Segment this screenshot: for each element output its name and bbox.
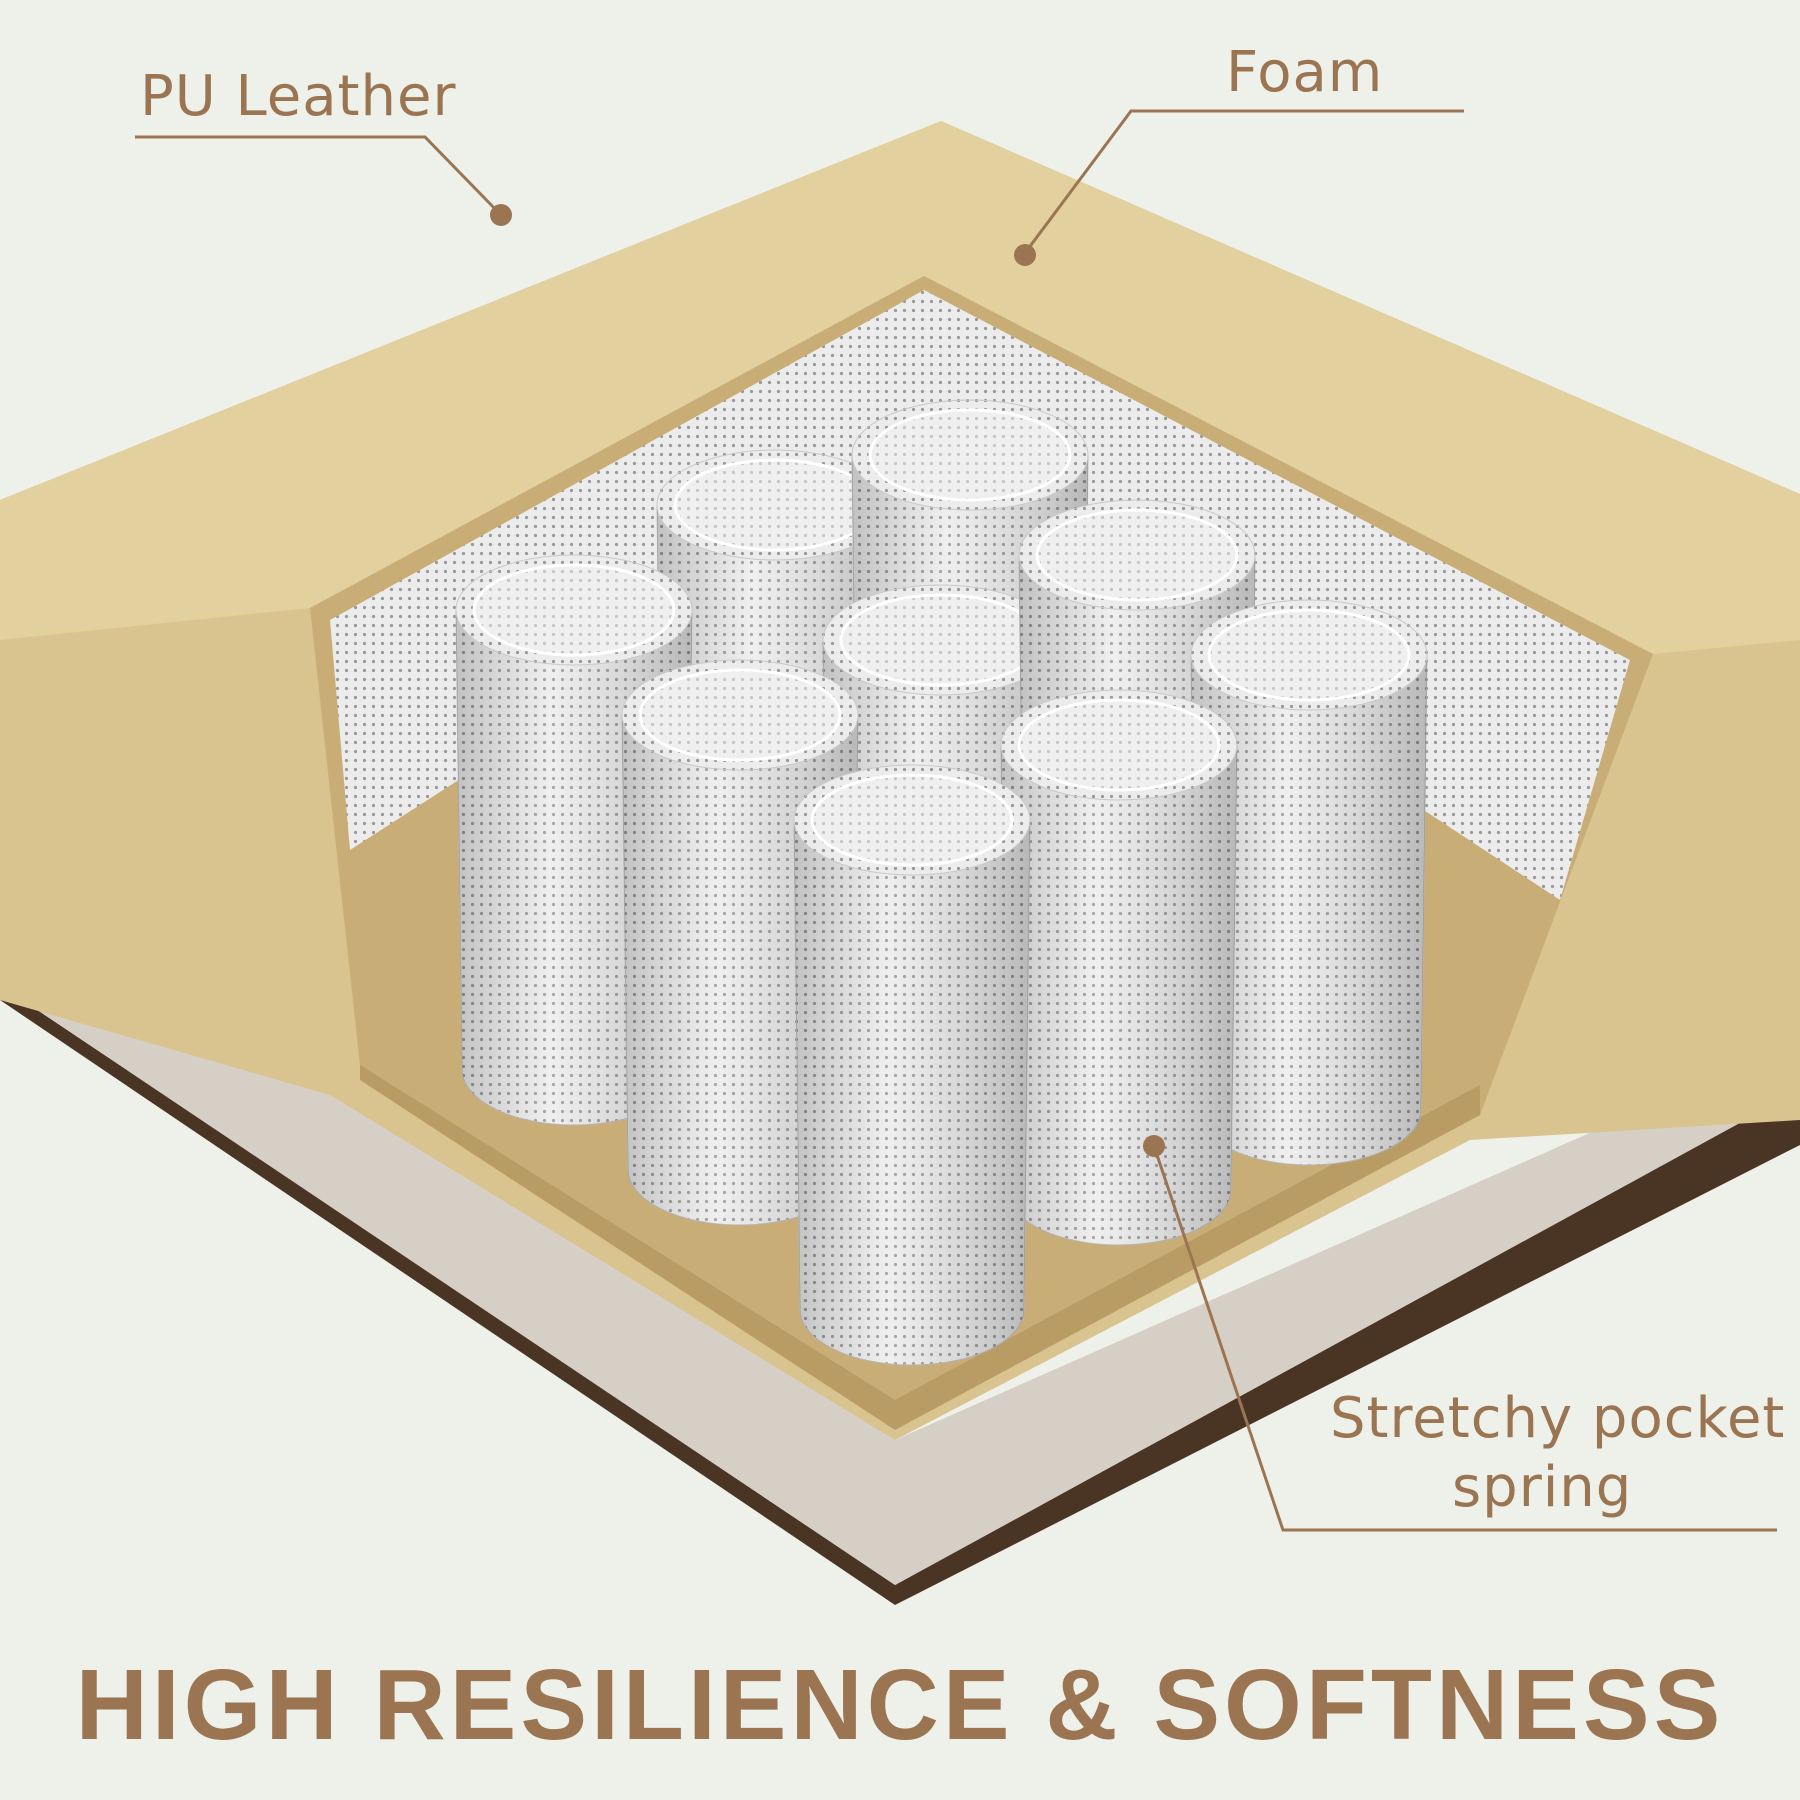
pu-leather-leader: [135, 135, 503, 217]
spring-leader: [1152, 1145, 1777, 1532]
base-board: [0, 960, 1800, 1605]
headline: HIGH RESILIENCE & SOFTNESS: [75, 1649, 1725, 1761]
foam-leader: [1023, 109, 1464, 254]
label-foam: Foam: [1226, 40, 1384, 105]
label-spring-line2: spring: [1452, 1455, 1633, 1520]
pocket-springs: [455, 399, 1428, 1366]
pocket-spring: [1000, 689, 1238, 1246]
label-pu-leather: PU Leather: [140, 64, 457, 129]
label-spring-line1: Stretchy pocket: [1330, 1386, 1786, 1451]
spring-dot: [1143, 1135, 1165, 1157]
pu-leather-dot: [490, 204, 512, 226]
pocket-spring: [1190, 599, 1428, 1166]
pocket-spring: [793, 764, 1031, 1366]
foam-dot: [1014, 244, 1036, 266]
